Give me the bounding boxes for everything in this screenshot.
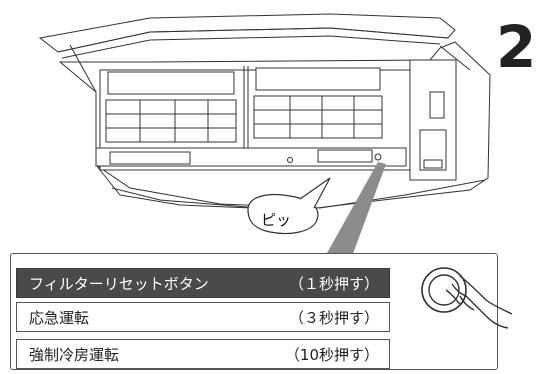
hand-press-button-icon bbox=[421, 267, 513, 329]
function-duration: （３秒押す） bbox=[288, 308, 379, 327]
beep-sound-label: ピッ bbox=[261, 211, 292, 229]
function-row-forced-cooling: 強制冷房運転 （10秒押す） bbox=[16, 339, 390, 369]
function-row-emergency: 応急運転 （３秒押す） bbox=[16, 302, 390, 332]
function-duration: （10秒押す） bbox=[284, 345, 379, 364]
function-row-filter-reset: フィルターリセットボタン （１秒押す） bbox=[16, 268, 390, 298]
step-number: 2 bbox=[496, 13, 536, 81]
function-duration: （１秒押す） bbox=[288, 274, 379, 293]
function-name: 応急運転 bbox=[29, 308, 90, 327]
air-conditioner-illustration bbox=[38, 13, 491, 332]
function-name: フィルターリセットボタン bbox=[29, 274, 209, 293]
function-name: 強制冷房運転 bbox=[29, 345, 120, 364]
